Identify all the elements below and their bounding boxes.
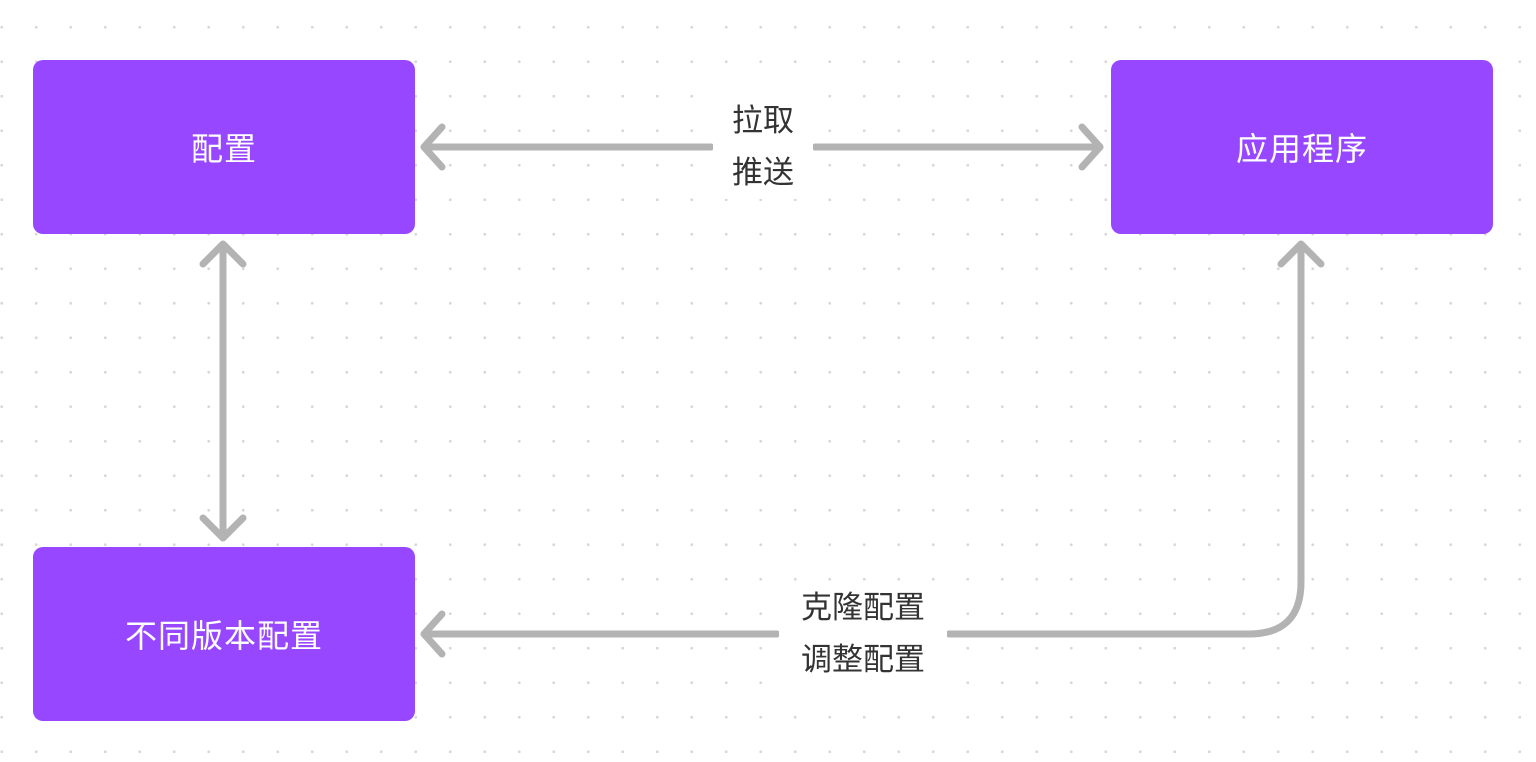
edge-label-push: 推送: [732, 155, 794, 191]
node-application[interactable]: 应用程序: [1111, 60, 1493, 234]
node-versioned-config[interactable]: 不同版本配置: [33, 547, 415, 721]
connector-application-versioned-right: [945, 242, 1305, 638]
edge-label-adjust-config: 调整配置: [801, 642, 925, 678]
arrowhead-to-versioned-config-side: [420, 610, 446, 658]
arrowhead-to-versioned-config: [199, 514, 247, 542]
node-versioned-config-label: 不同版本配置: [124, 617, 323, 655]
edge-label-pull: 拉取: [732, 103, 794, 139]
edge-label-pull-push: 拉取 推送: [713, 95, 813, 199]
edge-label-clone-config: 克隆配置: [801, 590, 925, 626]
node-config-label: 配置: [190, 130, 257, 168]
edge-label-clone-adjust: 克隆配置 调整配置: [779, 582, 947, 686]
arrowhead-to-config-bottom: [199, 240, 247, 268]
arrowhead-to-config: [420, 123, 446, 171]
node-application-label: 应用程序: [1235, 130, 1368, 168]
arrowhead-from-application: [1277, 240, 1325, 268]
arrowhead-to-application: [1078, 123, 1104, 171]
node-config[interactable]: 配置: [33, 60, 415, 234]
